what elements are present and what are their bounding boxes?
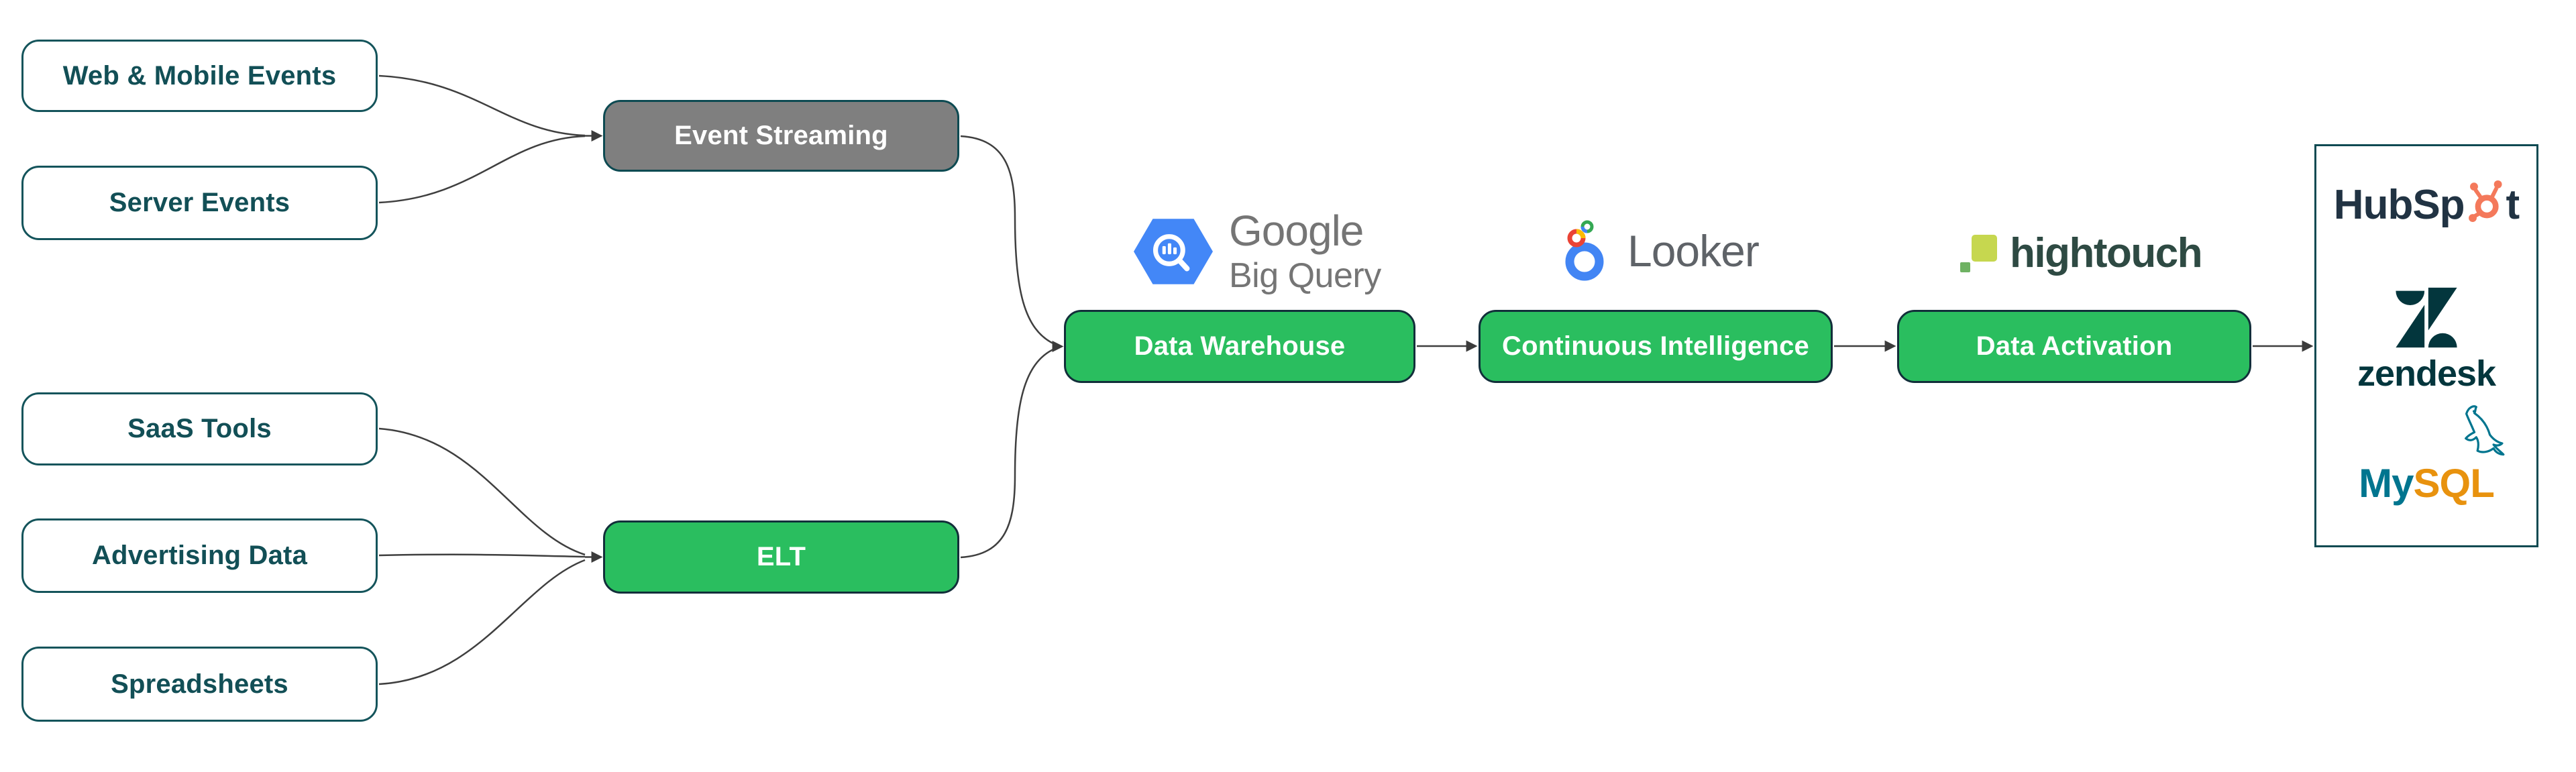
- node-label: ELT: [756, 542, 806, 571]
- node-data-activation: Data Activation: [1897, 310, 2251, 383]
- node-label: Continuous Intelligence: [1502, 331, 1809, 361]
- hubspot-logo: HubSp t: [2333, 180, 2520, 229]
- mysql-wordmark-sql: SQL: [2413, 461, 2495, 506]
- hubspot-wordmark-right: t: [2506, 182, 2520, 228]
- edge-server-to-event-streaming: [378, 135, 586, 204]
- edge-spreadsheets-to-elt: [378, 559, 586, 685]
- zendesk-icon: [2396, 287, 2457, 348]
- mysql-wordmark-my: My: [2359, 461, 2414, 506]
- node-label: Web & Mobile Events: [62, 60, 337, 91]
- bigquery-hexagon-icon: [1134, 218, 1213, 284]
- hubspot-wordmark-left: HubSp: [2333, 182, 2465, 228]
- edge-web-mobile-to-event-streaming: [378, 74, 586, 137]
- looker-logo: Looker: [1562, 220, 1760, 282]
- edge-elt-to-warehouse: [960, 347, 1055, 559]
- hightouch-logo: hightouch: [1960, 229, 2203, 277]
- google-wordmark-text: Google: [1229, 207, 1364, 255]
- google-bigquery-logo: Google Big Query: [1132, 209, 1381, 293]
- node-label: SaaS Tools: [127, 414, 272, 443]
- node-continuous-intelligence: Continuous Intelligence: [1479, 310, 1833, 383]
- node-label: Server Events: [109, 188, 290, 217]
- node-label: Data Activation: [1976, 331, 2173, 361]
- edge-event-streaming-to-warehouse: [960, 135, 1055, 345]
- destinations-panel: HubSp t: [2314, 144, 2538, 547]
- node-event-streaming: Event Streaming: [603, 100, 959, 172]
- looker-wordmark-text: Looker: [1627, 226, 1760, 276]
- hightouch-icon: [1960, 234, 1997, 272]
- mysql-dolphin-icon: [2465, 405, 2505, 456]
- edge-saas-to-elt: [378, 427, 586, 556]
- node-label: Advertising Data: [91, 541, 308, 570]
- node-spreadsheets: Spreadsheets: [21, 647, 378, 722]
- node-data-warehouse: Data Warehouse: [1064, 310, 1415, 383]
- node-elt: ELT: [603, 520, 959, 594]
- edge-advertising-to-elt: [378, 553, 586, 558]
- node-label: Event Streaming: [674, 121, 888, 150]
- looker-icon: [1565, 220, 1604, 281]
- node-advertising-data: Advertising Data: [21, 518, 378, 593]
- hightouch-wordmark-text: hightouch: [2010, 230, 2203, 276]
- node-label: Data Warehouse: [1134, 331, 1346, 361]
- node-saas-tools: SaaS Tools: [21, 392, 378, 465]
- bigquery-wordmark: Google Big Query: [1229, 209, 1381, 293]
- node-server-events: Server Events: [21, 166, 378, 240]
- mysql-wordmark: MySQL: [2359, 460, 2495, 506]
- zendesk-wordmark-text: zendesk: [2357, 353, 2496, 394]
- bigquery-wordmark-text: Big Query: [1229, 256, 1381, 295]
- node-label: Spreadsheets: [111, 669, 288, 699]
- node-web-mobile-events: Web & Mobile Events: [21, 40, 378, 112]
- hubspot-sprocket-icon: [2468, 180, 2502, 222]
